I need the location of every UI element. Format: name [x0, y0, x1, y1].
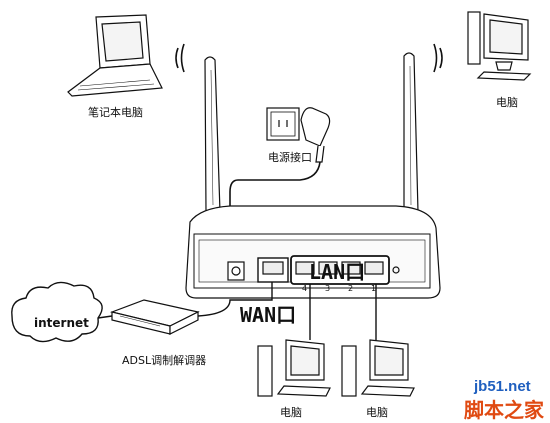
- wifi-waves-right-icon: [433, 43, 443, 73]
- desktop-top-label: 电脑: [496, 96, 518, 109]
- cloud-to-modem-cable: [97, 315, 113, 319]
- pc-bottom-right-label: 电脑: [366, 406, 388, 419]
- pc-bottom-left-icon: [257, 339, 331, 397]
- port-number-2: 2: [348, 284, 354, 293]
- port-number-3: 3: [325, 284, 331, 293]
- desktop-top-icon: [467, 11, 532, 81]
- internet-cloud-icon: [11, 281, 103, 343]
- laptop-label: 笔记本电脑: [88, 106, 143, 119]
- watermark-brand: 脚本之家: [464, 400, 544, 422]
- internet-label: internet: [34, 316, 89, 330]
- adsl-modem-label: ADSL调制解调器: [122, 354, 207, 367]
- wifi-waves-left-icon: [175, 43, 185, 73]
- laptop-icon: [67, 14, 163, 97]
- power-socket-label: 电源接口: [268, 151, 312, 164]
- port-number-1: 1: [371, 284, 377, 293]
- watermark-site: jb51.net: [474, 378, 531, 395]
- antenna-left: [204, 56, 221, 213]
- antenna-right: [403, 52, 419, 213]
- pc-bottom-left-label: 电脑: [280, 406, 302, 419]
- pc-bottom-right-icon: [341, 339, 415, 397]
- port-number-4: 4: [302, 284, 308, 293]
- router-body: [185, 205, 441, 299]
- adsl-modem-icon: [109, 299, 200, 335]
- lan-port-label: LAN口: [309, 260, 366, 284]
- power-socket-icon: [266, 107, 331, 163]
- wan-port-label: WAN口: [240, 303, 297, 327]
- modem-to-wan-cable: [197, 282, 273, 317]
- power-cable: [229, 161, 321, 258]
